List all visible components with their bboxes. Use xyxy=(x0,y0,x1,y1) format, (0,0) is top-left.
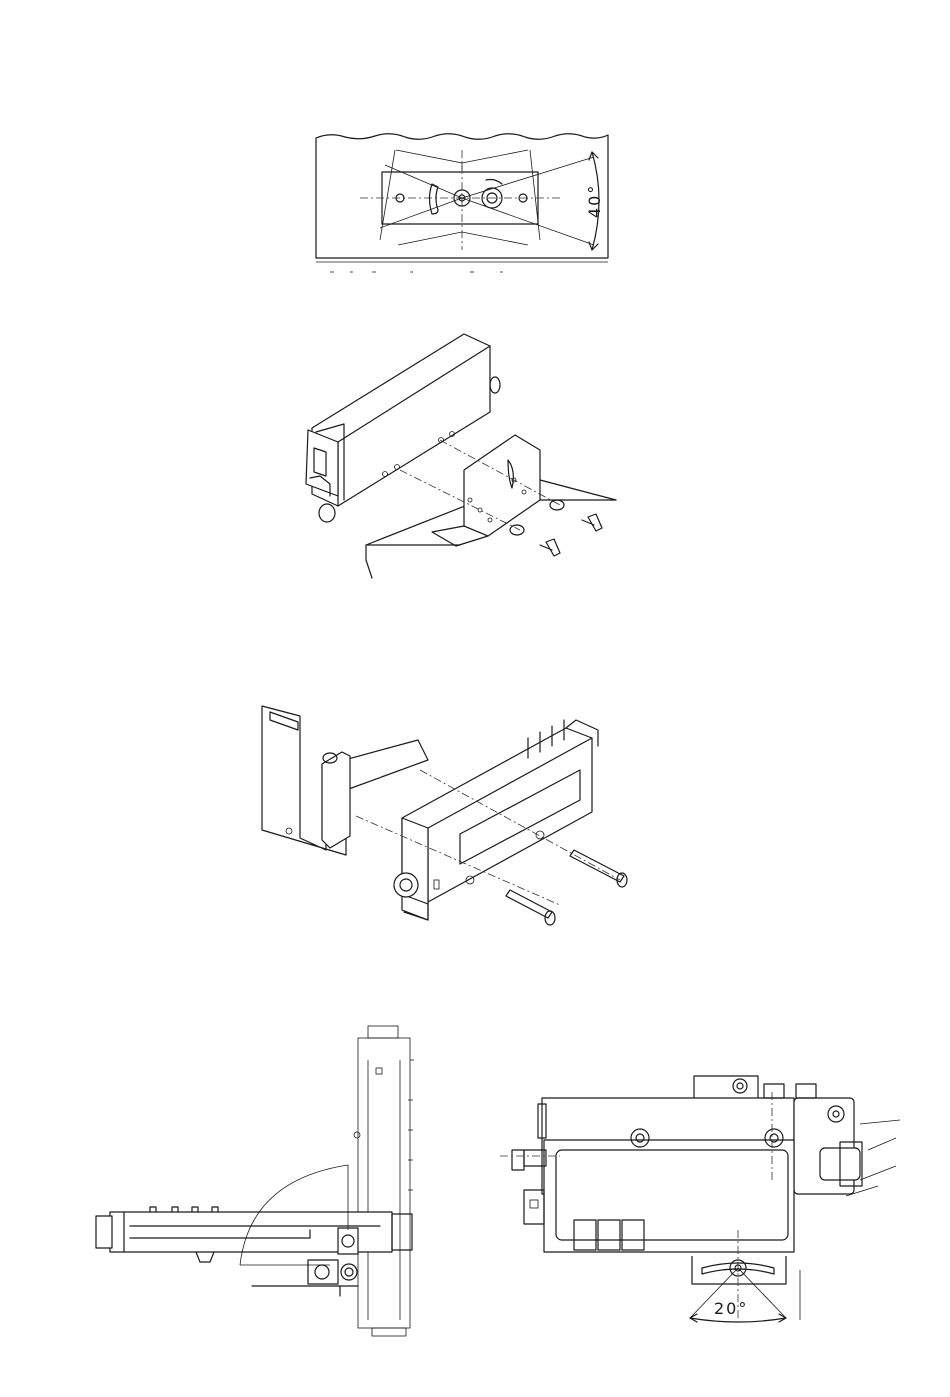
long-screw xyxy=(570,850,624,882)
washer xyxy=(510,525,524,535)
long-screw xyxy=(506,890,552,918)
vertical-unit xyxy=(358,1038,410,1328)
screw xyxy=(582,514,602,531)
unit-front-panel xyxy=(544,1140,794,1252)
figure-2-bracket-mounting xyxy=(306,334,616,578)
washer xyxy=(550,500,564,510)
figure-1-bracket-rotation: 40° xyxy=(316,134,608,272)
connector-knob xyxy=(394,873,418,897)
screw xyxy=(540,539,560,556)
module-housing xyxy=(312,334,490,506)
angle-label-20: 20° xyxy=(714,1299,748,1318)
connector-knob xyxy=(319,504,335,522)
figure-5-front-elevation: 20° xyxy=(500,1076,900,1322)
angle-label-40: 40° xyxy=(585,184,604,218)
figure-4-side-elevation xyxy=(96,1026,414,1336)
figure-3-side-mounting xyxy=(262,706,627,925)
